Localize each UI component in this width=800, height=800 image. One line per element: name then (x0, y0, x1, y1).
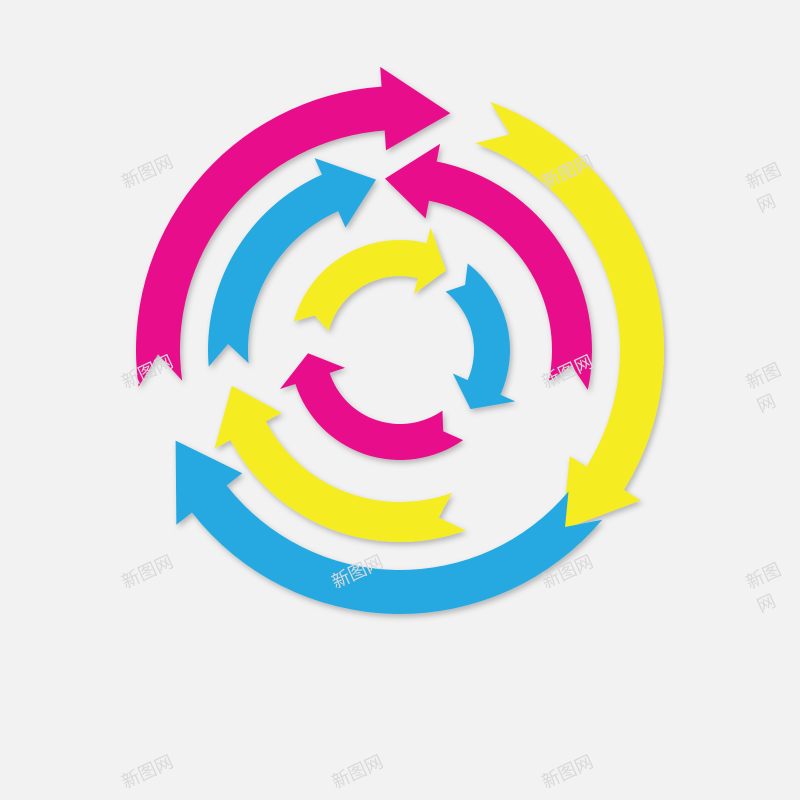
arrow-rings (136, 66, 664, 614)
middle-magenta-arrow (385, 143, 592, 390)
inner-blue-arrow (445, 263, 516, 410)
inner-magenta-arrow (279, 353, 464, 460)
inner-yellow-arrow (293, 227, 446, 331)
outer-blue-arrow (175, 440, 603, 614)
outer-yellow-arrow (475, 101, 664, 530)
middle-yellow-arrow (214, 385, 466, 542)
outer-magenta-arrow (136, 66, 451, 387)
middle-blue-arrow (208, 158, 377, 367)
